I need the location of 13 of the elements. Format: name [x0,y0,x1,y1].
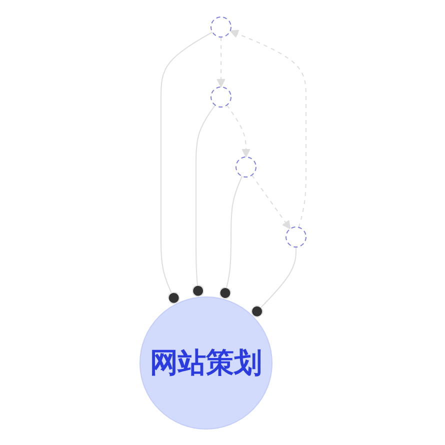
node-circle [210,16,231,37]
node-circle [235,156,256,177]
node-circle: 网站策划 [139,296,272,429]
connector [250,246,296,317]
arrow [226,104,250,157]
arrow [216,36,225,87]
connector [160,31,212,304]
connector [192,104,216,298]
arrow [250,174,290,229]
node-circle [285,226,306,247]
connector [218,175,242,300]
node-circle [210,86,231,107]
arrow [229,29,306,228]
